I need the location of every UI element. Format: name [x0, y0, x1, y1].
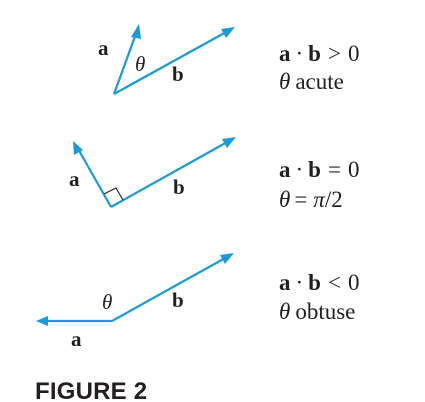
angle-theta-label: θ	[102, 290, 112, 314]
vector-a-arrowhead	[73, 141, 83, 155]
right-angle-marker	[103, 187, 124, 201]
vector-b-arrow	[110, 140, 230, 208]
vector-b-arrowhead	[222, 137, 236, 148]
vector-b-label: b	[172, 62, 184, 86]
panel-perpendicular: a b a·b=0 θ=π/2	[69, 137, 359, 212]
dot-product-condition: a·b<0	[279, 270, 359, 295]
vector-a-label: a	[71, 327, 82, 351]
vector-b-arrow	[111, 256, 228, 322]
vector-a-arrow	[112, 30, 139, 95]
dot-product-condition: a·b>0	[279, 41, 359, 66]
vector-a-arrowhead	[36, 316, 48, 326]
vector-a-label: a	[98, 36, 109, 60]
vector-a-arrowhead	[131, 24, 141, 39]
vector-b-arrow	[113, 30, 229, 95]
figure-caption: FIGURE 2	[35, 378, 147, 402]
vector-a-arrow	[76, 146, 112, 208]
angle-theta-label: θ	[135, 52, 145, 76]
vector-a-label: a	[69, 167, 80, 191]
vector-b-label: b	[173, 175, 185, 199]
vector-b-label: b	[172, 288, 184, 312]
angle-description: θ=π/2	[279, 187, 343, 212]
vector-b-arrowhead	[221, 27, 235, 38]
dot-product-condition: a·b=0	[279, 157, 359, 182]
vector-b-arrowhead	[220, 253, 234, 264]
